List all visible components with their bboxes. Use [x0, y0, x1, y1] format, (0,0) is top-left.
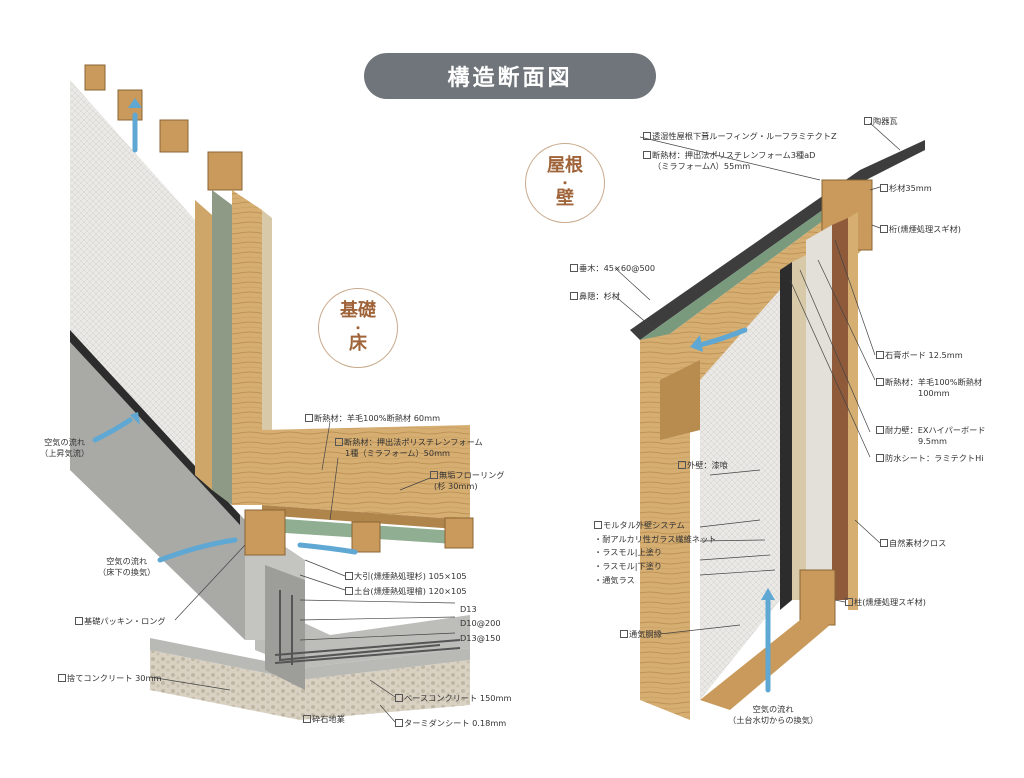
label-insul-wool: 断熱材：羊毛100%断熱材 60mm [305, 413, 440, 424]
label-keta: 桁(燻煙処理スギ材) [880, 224, 961, 235]
label-roof-insul: 断熱材：押出法ポリスチレンフォーム3種aD （ミラフォームΛ）55mm [643, 150, 815, 171]
label-base: ベースコンクリート 150mm [395, 693, 511, 704]
label-mortar: モルタル外壁システム ・耐アルカリ性ガラス繊維ネット ・ラスモル|上塗り ・ラス… [594, 520, 717, 585]
badge-line2: 壁 [556, 188, 574, 210]
label-hanakakushi: 鼻隠：杉材 [570, 291, 620, 302]
mortar-item: ・ラスモル|下塗り [594, 560, 663, 571]
label-dodai: 土台(燻煙熱処理檜) 120×105 [345, 586, 467, 597]
label-d13-150: D13@150 [460, 633, 501, 643]
label-air-up: 空気の流れ（上昇気流） [40, 437, 90, 458]
leader-lines [149, 122, 901, 723]
mortar-item: ・通気ラス [594, 574, 635, 585]
label-packing: 基礎パッキン・ロング [75, 616, 166, 627]
label-d10: D10@200 [460, 618, 501, 628]
label-cloth: 自然素材クロス [880, 538, 946, 549]
label-tile: 陶器瓦 [864, 116, 898, 127]
label-sute: 捨てコンクリート 30mm [58, 673, 161, 684]
label-waterproof: 防水シート：ラミテクトHi [876, 453, 984, 464]
mortar-item: ・耐アルカリ性ガラス繊維ネット [594, 533, 717, 544]
label-taruki: 垂木：45×60@500 [570, 263, 655, 274]
label-sugi35: 杉材35mm [880, 183, 932, 194]
label-air-under: 空気の流れ（床下の換気） [98, 556, 156, 577]
label-gravel: 砕石地業 [303, 714, 345, 725]
diagram-title: 構造断面図 [364, 53, 656, 99]
label-roofing: 透湿性屋根下葺ルーフィング・ルーフラミテクトZ [643, 131, 837, 142]
label-exterior: 外壁：漆喰 [678, 460, 728, 471]
badge-foundation-floor: 基礎 ・ 床 [318, 288, 398, 368]
label-vent: 通気胴縁 [620, 629, 662, 640]
badge-line1: 基礎 [340, 300, 376, 322]
label-gypsum: 石膏ボード 12.5mm [876, 350, 963, 361]
label-d13: D13 [460, 604, 477, 614]
label-hashira: 柱(燻煙処理スギ材) [845, 597, 926, 608]
right-section-drawing [630, 140, 925, 720]
label-air-flow: 空気の流れ（土台水切からの換気） [728, 704, 819, 725]
label-bearing: 耐力壁：EXハイパーボード 9.5mm [876, 425, 986, 446]
label-oobiki: 大引(燻煙熱処理杉) 105×105 [345, 571, 467, 582]
badge-dot: ・ [351, 320, 364, 335]
badge-roof-wall: 屋根 ・ 壁 [525, 143, 605, 223]
label-insul-foam: 断熱材：押出法ポリスチレンフォーム 1種（ミラフォーム）50mm [335, 437, 483, 458]
label-flooring: 無垢フローリング (杉 30mm) [430, 470, 505, 491]
label-termite: ターミダンシート 0.18mm [395, 718, 506, 729]
label-wall-insul: 断熱材：羊毛100%断熱材 100mm [876, 377, 982, 398]
badge-line1: 屋根 [547, 155, 583, 177]
mortar-item: ・ラスモル|上塗り [594, 547, 663, 558]
badge-dot: ・ [558, 175, 571, 190]
left-section-drawing [70, 64, 474, 720]
badge-line2: 床 [349, 333, 367, 355]
